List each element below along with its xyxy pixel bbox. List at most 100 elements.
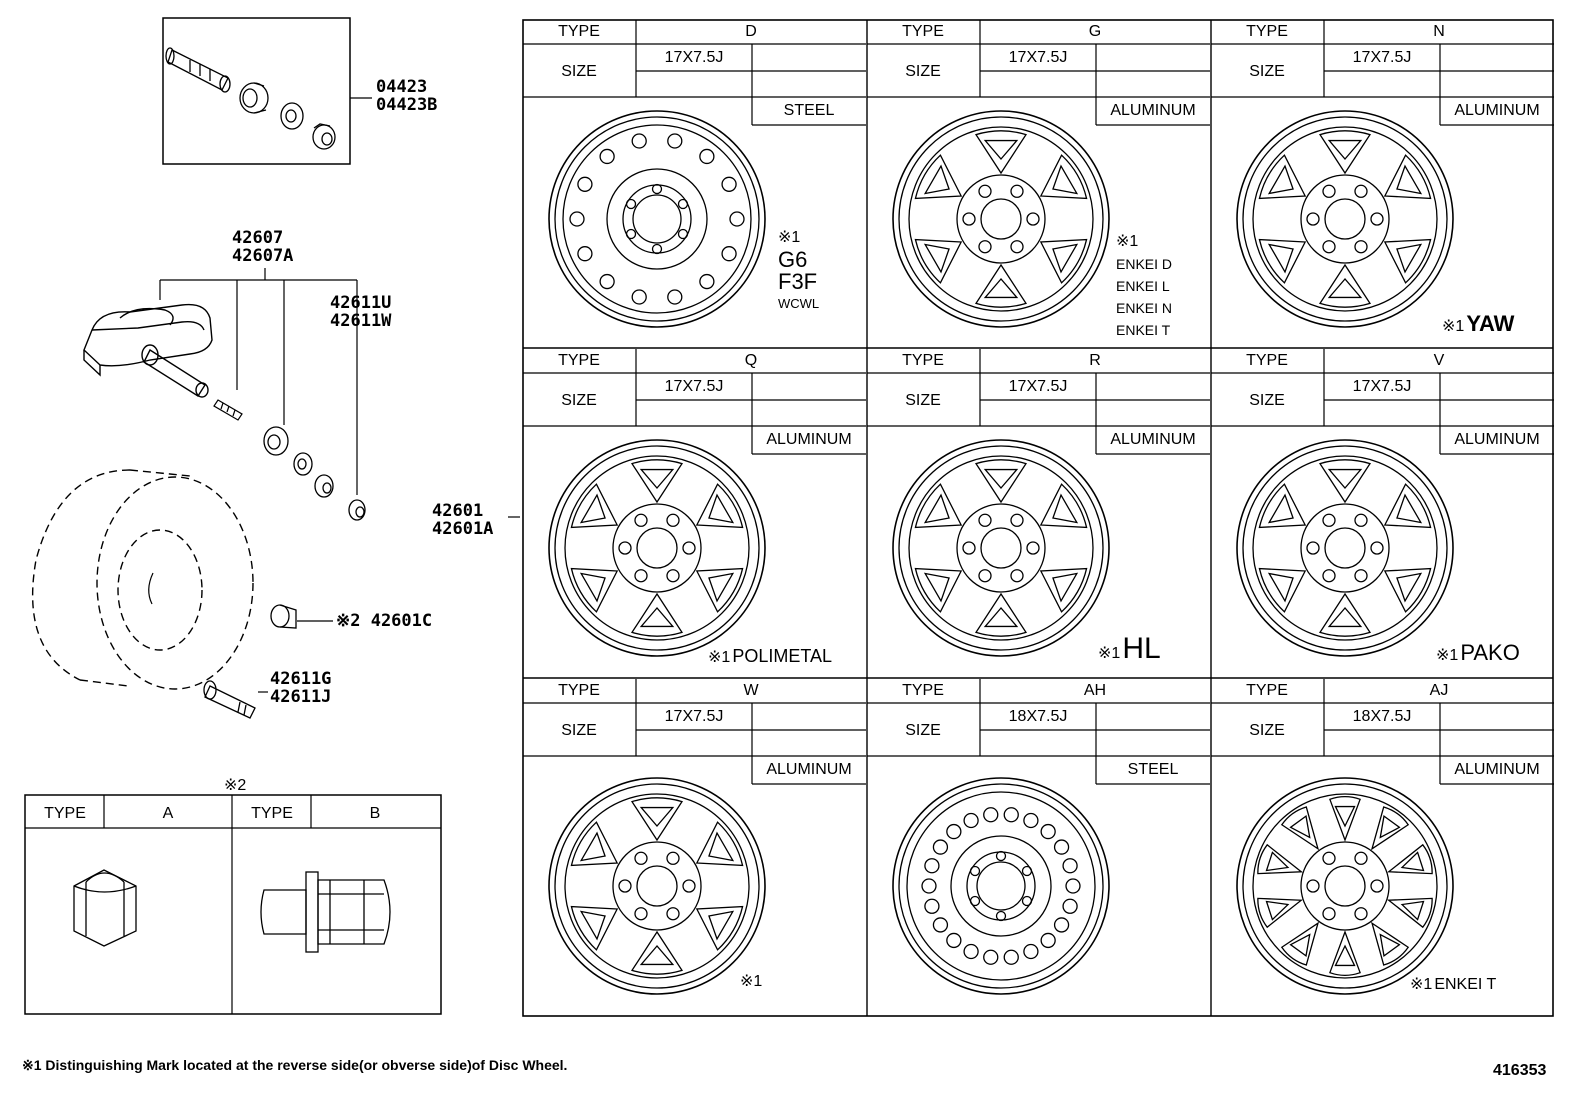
sensor-valve-core-icon bbox=[213, 399, 243, 421]
nut-b-type-label: TYPE bbox=[251, 805, 293, 822]
size-value: 17X7.5J bbox=[1352, 49, 1412, 66]
size-value: 18X7.5J bbox=[1352, 708, 1412, 725]
size-label: SIZE bbox=[561, 63, 597, 80]
mark-text: ENKEI L bbox=[1116, 278, 1170, 294]
mark-text: ENKEI T bbox=[1116, 322, 1171, 338]
distinguishing-mark-r: ※1HL bbox=[1098, 634, 1161, 665]
size-value: 17X7.5J bbox=[664, 49, 724, 66]
size-label: SIZE bbox=[1249, 392, 1285, 409]
type-value: V bbox=[1433, 352, 1445, 369]
mark-text: ENKEI N bbox=[1116, 300, 1173, 316]
mark-text: F3F bbox=[778, 269, 818, 294]
material: ALUMINUM bbox=[1454, 102, 1540, 119]
mark-text: PAKO bbox=[1460, 640, 1520, 665]
wheel-code-1: 42601 bbox=[432, 501, 484, 521]
wheel-code-2: 42601A bbox=[432, 519, 494, 539]
mark-text: HL bbox=[1122, 632, 1161, 665]
mark-text: ※1 bbox=[1436, 647, 1459, 664]
nut-type-table bbox=[24, 794, 442, 1015]
type-value: G bbox=[1088, 23, 1102, 40]
sensor-nut-icon bbox=[314, 474, 334, 498]
wheel-cell-v: TYPE V SIZE 17X7.5J ALUMINUM bbox=[1210, 348, 1554, 678]
wheel-drawing-aj-icon bbox=[1236, 777, 1454, 995]
material: ALUMINUM bbox=[1454, 431, 1540, 448]
material: ALUMINUM bbox=[766, 761, 852, 778]
left-parts-illustration bbox=[31, 17, 520, 719]
flange-nut-icon bbox=[260, 871, 391, 953]
size-value: 17X7.5J bbox=[664, 378, 724, 395]
mark-text: ENKEI D bbox=[1116, 256, 1173, 272]
mark-text: G6 bbox=[778, 247, 808, 272]
sensor-code-a-1: 42607 bbox=[232, 228, 284, 248]
mark-text: ※1 bbox=[778, 229, 801, 246]
size-value: 17X7.5J bbox=[1008, 49, 1068, 66]
type-label: TYPE bbox=[1246, 682, 1288, 699]
mark-text: YAW bbox=[1466, 311, 1515, 336]
wheel-drawing-d-icon bbox=[548, 110, 766, 328]
mark-text: ※1 bbox=[1442, 318, 1465, 335]
lug-nut-code: ※2 42601C bbox=[336, 611, 433, 631]
figure-number: 416353 bbox=[1493, 1062, 1547, 1079]
cap-nut-icon bbox=[73, 869, 137, 947]
nut-type-note: ※2 bbox=[224, 777, 247, 794]
mark-text: ※1 bbox=[708, 649, 731, 666]
size-value: 17X7.5J bbox=[1008, 378, 1068, 395]
distinguishing-mark-n: ※1YAW bbox=[1442, 313, 1514, 338]
washer-icon bbox=[280, 102, 304, 130]
valve-kit-box bbox=[162, 17, 351, 165]
size-label: SIZE bbox=[905, 392, 941, 409]
wheel-drawing-q-icon bbox=[548, 439, 766, 657]
material: ALUMINUM bbox=[766, 431, 852, 448]
type-value: R bbox=[1089, 352, 1101, 369]
size-label: SIZE bbox=[1249, 63, 1285, 80]
wheel-drawing-ah-icon bbox=[892, 777, 1110, 995]
valve-code-2: 42611J bbox=[270, 687, 332, 707]
sensor-washer-icon bbox=[293, 452, 313, 476]
tire-outline-icon bbox=[31, 469, 254, 690]
distinguishing-mark-w: ※1 bbox=[740, 971, 762, 993]
material: ALUMINUM bbox=[1110, 431, 1196, 448]
sensor-code-b-1: 42611U bbox=[330, 293, 392, 313]
valve-code-1: 42611G bbox=[270, 669, 332, 689]
sensor-grommet-icon bbox=[263, 426, 289, 456]
type-label: TYPE bbox=[902, 682, 944, 699]
size-label: SIZE bbox=[561, 392, 597, 409]
wheel-grid-lines bbox=[522, 19, 1554, 1017]
grommet-icon bbox=[239, 82, 269, 114]
type-label: TYPE bbox=[1246, 352, 1288, 369]
size-label: SIZE bbox=[561, 722, 597, 739]
nut-a-type-value: A bbox=[162, 805, 174, 822]
sensor-code-b-2: 42611W bbox=[330, 311, 392, 331]
size-label: SIZE bbox=[1249, 722, 1285, 739]
type-label: TYPE bbox=[902, 23, 944, 40]
type-label: TYPE bbox=[1246, 23, 1288, 40]
mark-text: ENKEI T bbox=[1434, 976, 1497, 993]
mark-text: POLIMETAL bbox=[732, 646, 833, 666]
material: ALUMINUM bbox=[1110, 102, 1196, 119]
type-value: Q bbox=[744, 352, 758, 369]
lug-nut-icon bbox=[270, 604, 297, 629]
nut-a-type-label: TYPE bbox=[44, 805, 86, 822]
type-value: N bbox=[1433, 23, 1445, 40]
wheel-drawing-w-icon bbox=[548, 777, 766, 995]
material: ALUMINUM bbox=[1454, 761, 1540, 778]
mark-text: ※1 bbox=[740, 973, 763, 990]
tpms-sensor-icon bbox=[83, 303, 213, 398]
sensor-code-a-2: 42607A bbox=[232, 246, 294, 266]
type-value: AH bbox=[1083, 682, 1107, 699]
mark-text: ※1 bbox=[1410, 976, 1433, 993]
size-value: 17X7.5J bbox=[1352, 378, 1412, 395]
type-value: D bbox=[745, 23, 757, 40]
type-label: TYPE bbox=[558, 682, 600, 699]
